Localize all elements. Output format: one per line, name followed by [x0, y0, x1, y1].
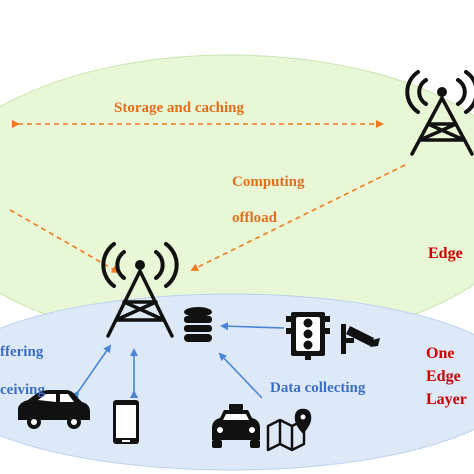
taxi-icon	[212, 404, 260, 448]
car-icon	[18, 390, 90, 429]
tower-car-arrow	[71, 344, 112, 400]
one-label: One	[426, 345, 454, 362]
camera-icon	[341, 324, 380, 354]
taxi-database-arrow	[218, 352, 263, 399]
offload-label: offload	[232, 210, 278, 226]
edge-label: Edge	[426, 368, 461, 385]
computing-label: Computing	[232, 174, 305, 190]
data-collecting-label: Data collecting	[270, 380, 366, 396]
tower-icon	[101, 242, 179, 338]
receiving-label: ceiving	[0, 382, 45, 398]
tower-icon	[405, 70, 474, 156]
smartphone-icon	[113, 400, 139, 444]
layer-label: Layer	[426, 391, 467, 408]
traffic-database-arrow	[220, 322, 285, 331]
offload-arrow-left	[9, 209, 120, 273]
offload-arrow-right	[190, 164, 406, 271]
database-icon	[184, 307, 212, 342]
map-icon	[266, 408, 312, 452]
traffic-light-icon	[286, 312, 330, 360]
storage-caching-label: Storage and caching	[114, 100, 245, 116]
edge-layer-region	[0, 293, 474, 471]
buffering-label: ffering	[0, 344, 44, 360]
edge-right-label: Edge	[428, 245, 463, 262]
